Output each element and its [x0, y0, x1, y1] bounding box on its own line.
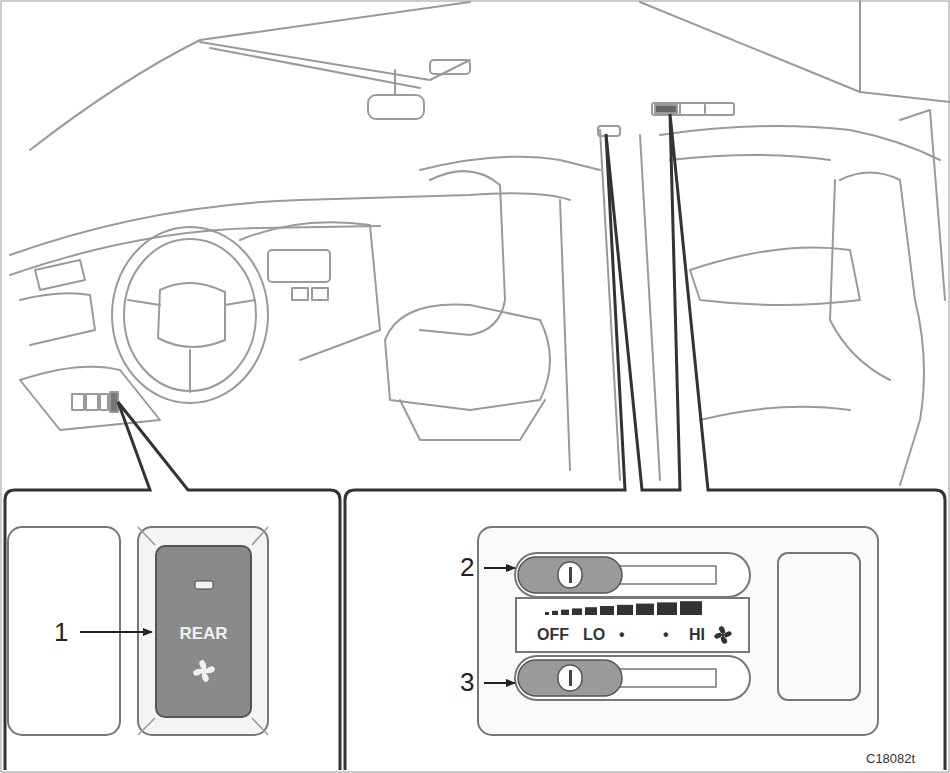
node-text: OFF [537, 627, 569, 643]
node-text: LO [583, 627, 605, 643]
callout-number: 2 [460, 554, 474, 580]
switch-button: REAR [155, 545, 252, 718]
inset-frames [5, 114, 945, 770]
scale-symbols [517, 599, 748, 651]
rear-switch-art [8, 527, 268, 735]
figure-code: C18082t [866, 752, 915, 765]
speed-scale: OFF LO • • HI [515, 597, 750, 653]
node-text: HI [689, 627, 705, 643]
callout-number: 1 [54, 619, 68, 645]
callout-number: 3 [460, 669, 474, 695]
node-text: REAR [157, 625, 250, 642]
node-text: • [619, 627, 625, 643]
blower-panel-art [478, 527, 878, 735]
leader-lines [80, 568, 515, 683]
node-text: • [663, 627, 669, 643]
button-symbols [157, 547, 250, 716]
car-interior [10, 0, 950, 485]
